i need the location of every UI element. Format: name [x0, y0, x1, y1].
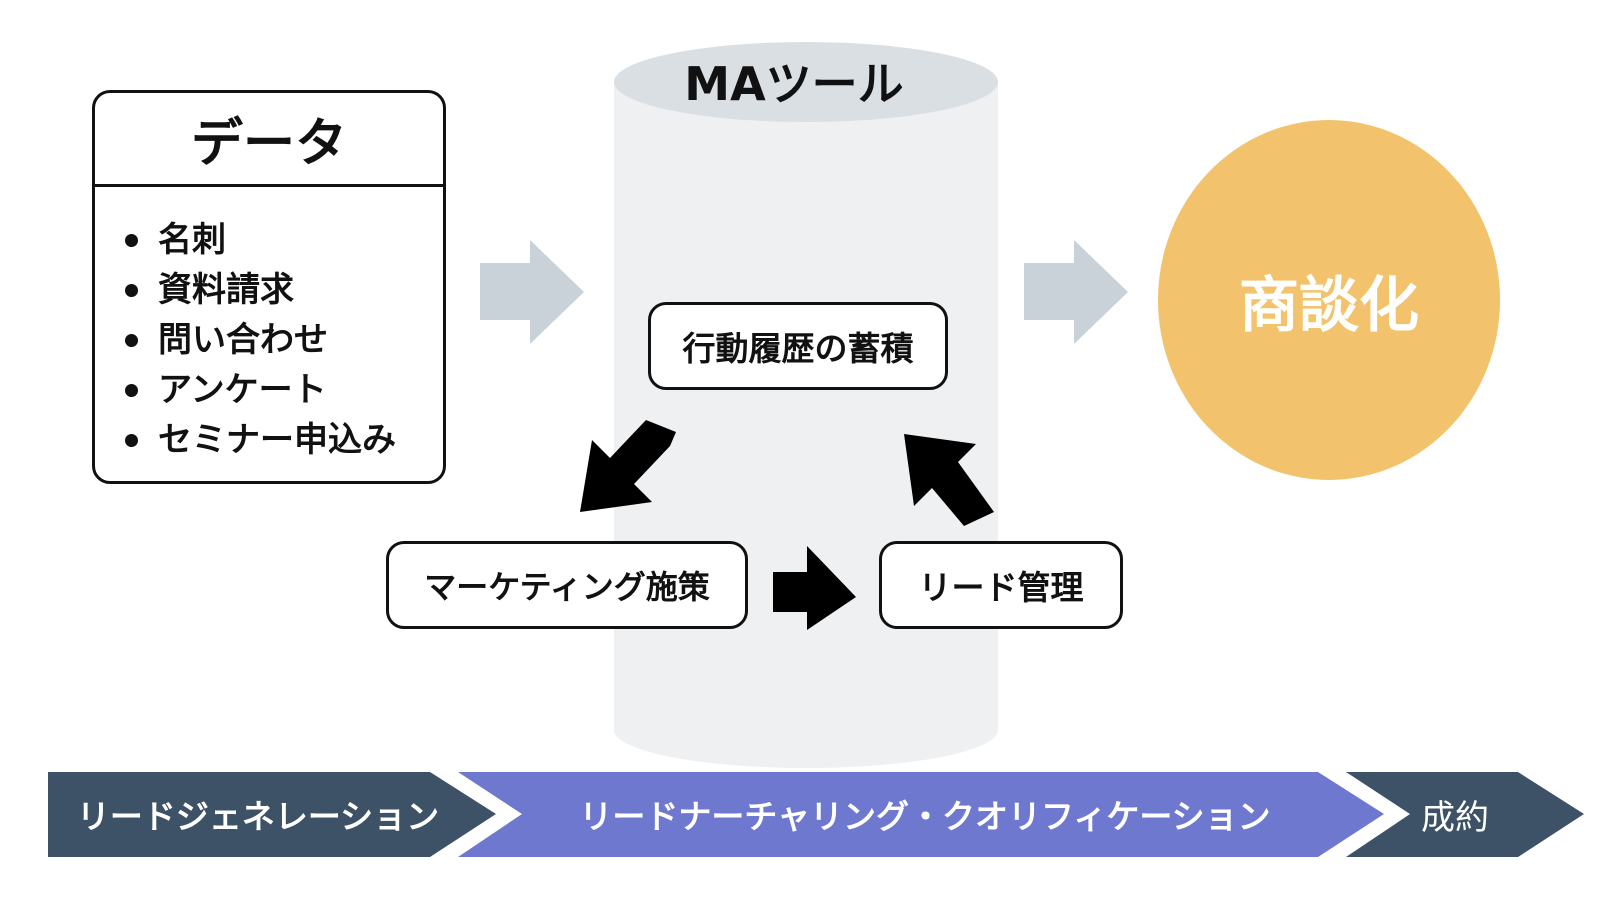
bullet-icon [125, 333, 138, 347]
data-source-item: アンケート [125, 365, 396, 415]
bullet-icon [125, 283, 138, 297]
flow-arrow-ma-to-result [1024, 240, 1128, 344]
data-box: データ 名刺 資料請求 問い合わせ アンケート セミナー申込み [92, 90, 446, 484]
phase-label-closing: 成約 [1421, 797, 1489, 838]
cylinder-body [614, 82, 998, 768]
step-behavior-history: 行動履歴の蓄積 [648, 302, 948, 390]
result-circle: 商談化 [1158, 120, 1500, 480]
data-box-title: データ [95, 93, 443, 187]
ma-tool-title: MAツール [684, 57, 904, 111]
data-source-list: 名刺 資料請求 問い合わせ アンケート セミナー申込み [125, 215, 396, 465]
bullet-icon [125, 233, 138, 247]
step-lead-management: リード管理 [879, 541, 1123, 629]
data-source-item: 名刺 [125, 215, 396, 265]
phase-label-nurturing: リードナーチャリング・クオリフィケーション [579, 797, 1271, 836]
cycle-arrow-history-to-marketing [580, 420, 676, 512]
phase-label-generation: リードジェネレーション [76, 797, 440, 836]
ma-cylinder [614, 42, 998, 768]
step-marketing-measures: マーケティング施策 [386, 541, 748, 629]
cycle-arrow-marketing-to-lead [773, 546, 856, 630]
flow-arrow-data-to-ma [480, 240, 584, 344]
phase-chevron-closing [1346, 772, 1584, 857]
phase-chevron-generation [48, 772, 496, 857]
bullet-icon [125, 383, 138, 397]
cycle-arrow-lead-to-history [904, 434, 994, 526]
data-source-item: 問い合わせ [125, 315, 396, 365]
data-source-item: 資料請求 [125, 265, 396, 315]
data-source-item: セミナー申込み [125, 415, 396, 465]
phase-chevron-nurturing [458, 772, 1384, 857]
bullet-icon [125, 433, 138, 447]
cylinder-top [614, 42, 998, 122]
